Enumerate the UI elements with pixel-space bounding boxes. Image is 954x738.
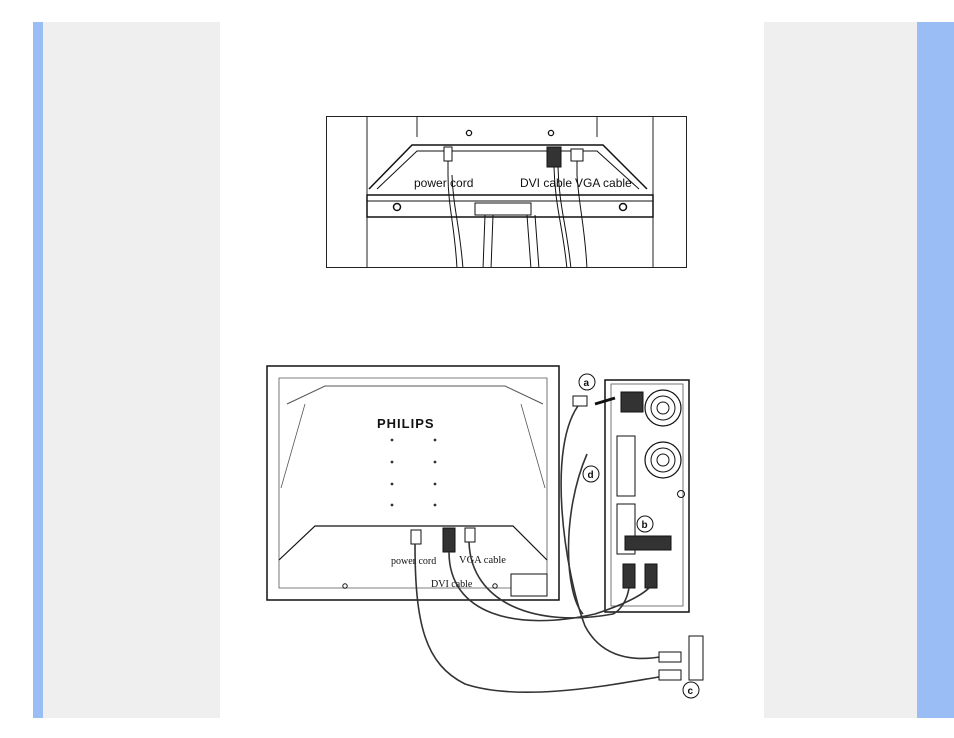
right-side-panel — [764, 22, 917, 718]
callout-a: a — [584, 378, 590, 389]
label-power-cord: power cord — [414, 176, 473, 190]
label-power-cord-bottom: power cord — [391, 556, 436, 567]
label-vga-cable-bottom: VGA cable — [459, 555, 506, 566]
label-dvi-cable: DVI cable — [520, 176, 572, 190]
monitor-rear-connector-figure: power cord DVI cable VGA cable — [326, 116, 687, 268]
label-vga-cable: VGA cable — [575, 176, 632, 190]
right-accent-stripe — [917, 22, 954, 718]
brand-logo: PHILIPS — [377, 416, 435, 431]
callout-b: b — [642, 520, 648, 531]
callout-d: d — [588, 470, 594, 481]
left-side-panel — [43, 22, 220, 718]
connection-diagram-drawing: PHILIPS power cord VGA cable DVI cable — [266, 365, 704, 699]
connection-diagram-figure: PHILIPS power cord VGA cable DVI cable — [265, 364, 705, 706]
left-accent-stripe — [33, 22, 43, 718]
monitor-rear-connector-drawing: power cord DVI cable VGA cable — [366, 117, 654, 267]
callout-c: c — [688, 686, 694, 697]
label-dvi-cable-bottom: DVI cable — [431, 579, 473, 590]
